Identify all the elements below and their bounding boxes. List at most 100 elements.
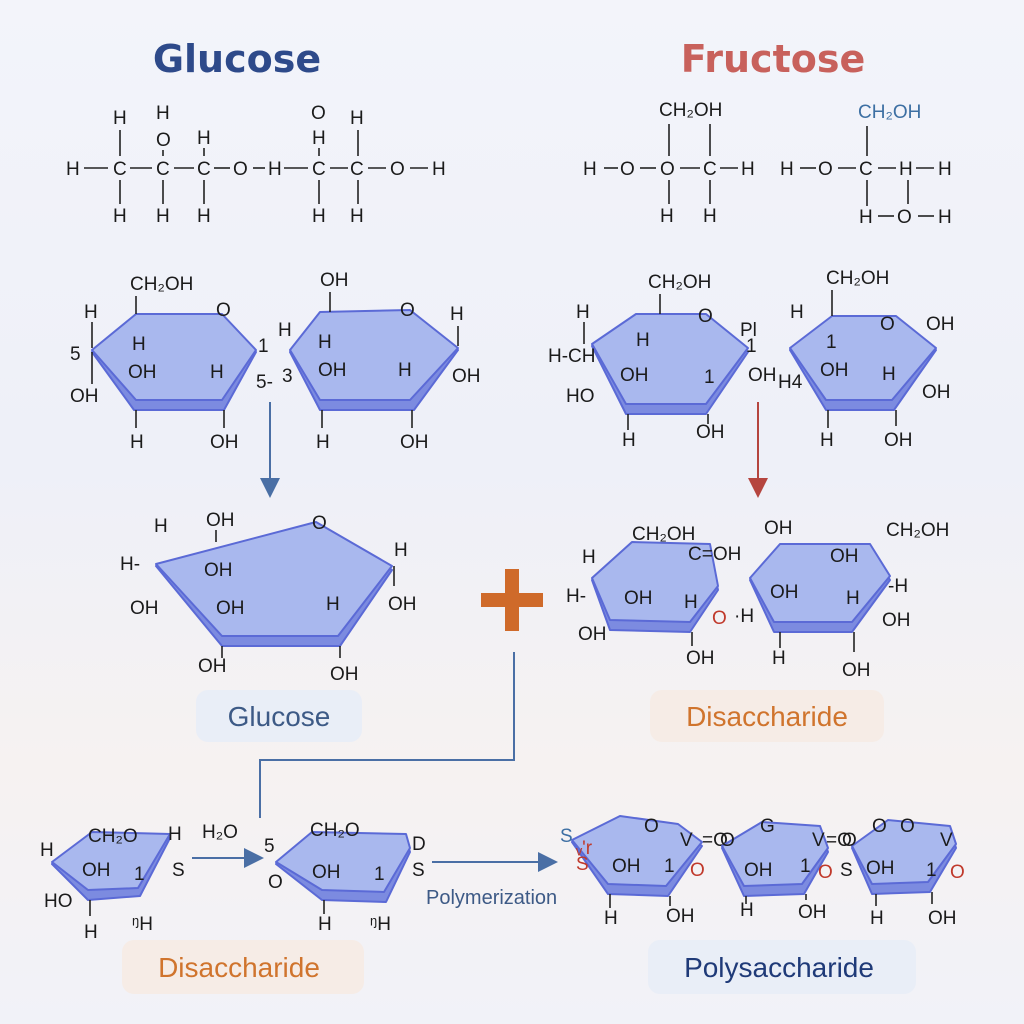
svg-text:H: H <box>312 206 326 227</box>
svg-text:H: H <box>703 206 717 227</box>
svg-text:H: H <box>870 908 884 929</box>
svg-text:OH: OH <box>866 858 895 879</box>
svg-text:H: H <box>938 159 952 180</box>
svg-text:C: C <box>703 159 717 180</box>
glucose-label-pill <box>196 690 362 742</box>
svg-text:OH: OH <box>842 660 871 681</box>
svg-text:H: H <box>740 900 754 921</box>
svg-text:O: O <box>620 159 635 180</box>
svg-text:=O: =O <box>826 830 852 851</box>
svg-text:H: H <box>398 360 412 381</box>
disaccharide-label-top: Disaccharide <box>686 701 848 732</box>
bottom-ring-1: CH₂O H H OH 1 S HO H ᵑH <box>40 824 185 943</box>
svg-text:O: O <box>311 103 326 124</box>
svg-text:Pl: Pl <box>740 320 757 341</box>
svg-text:O: O <box>880 314 895 335</box>
water-label: H₂O <box>202 822 238 843</box>
svg-text:5: 5 <box>264 836 275 857</box>
plus-sign <box>481 569 543 631</box>
svg-text:HO: HO <box>44 891 73 912</box>
disaccharide-label-pill-bottom <box>122 940 364 994</box>
ch2oh-group: CH₂OH <box>632 524 695 545</box>
svg-text:OH: OH <box>830 546 859 567</box>
polysaccharide-label-pill <box>648 940 916 994</box>
svg-text:H: H <box>278 320 292 341</box>
svg-text:OH: OH <box>820 360 849 381</box>
svg-text:H: H <box>790 302 804 323</box>
fructose-heading: Fructose <box>681 37 866 81</box>
svg-text:H: H <box>576 302 590 323</box>
glucose-linear-structure: H H C H H O C H H C H O H O H C H H C H … <box>66 103 446 227</box>
svg-text:G: G <box>760 816 775 837</box>
disaccharide-label-bottom: Disaccharide <box>158 952 320 983</box>
svg-text:H: H <box>113 108 127 129</box>
svg-text:H: H <box>741 159 755 180</box>
svg-text:OH: OH <box>620 365 649 386</box>
svg-text:H: H <box>350 206 364 227</box>
disaccharide-label-pill-top <box>650 690 884 742</box>
svg-text:O: O <box>818 862 833 883</box>
svg-text:H: H <box>432 159 446 180</box>
svg-text:1: 1 <box>134 864 145 885</box>
svg-text:C: C <box>350 159 364 180</box>
svg-text:OH: OH <box>770 582 799 603</box>
svg-text:1: 1 <box>374 864 385 885</box>
svg-text:O: O <box>897 207 912 228</box>
svg-text:O: O <box>400 300 415 321</box>
svg-text:O: O <box>698 306 713 327</box>
svg-text:O: O <box>950 862 965 883</box>
glucose-label: Glucose <box>228 701 331 732</box>
svg-text:H: H <box>66 159 80 180</box>
ch2oh-group: CH₂OH <box>130 274 193 295</box>
fructose-linear-structure-2: CH₂OH H O C H H H O H <box>780 102 952 228</box>
svg-text:OH: OH <box>204 560 233 581</box>
svg-text:C: C <box>312 159 326 180</box>
svg-text:H: H <box>938 207 952 228</box>
svg-text:C=OH: C=OH <box>688 544 741 565</box>
svg-text:OH: OH <box>388 594 417 615</box>
polysaccharide-unit-3: O O O V S OH 1 O H OH <box>840 816 965 929</box>
svg-text:1: 1 <box>704 367 715 388</box>
ch2oh-group: CH₂OH <box>826 268 889 289</box>
svg-text:H: H <box>312 128 326 149</box>
polysaccharide-unit-2: O G V OH 1 O H OH <box>720 816 833 923</box>
svg-text:OH: OH <box>206 510 235 531</box>
svg-text:O: O <box>644 816 659 837</box>
svg-text:OH: OH <box>748 365 777 386</box>
svg-text:OH: OH <box>216 598 245 619</box>
svg-text:ᵑH: ᵑH <box>132 914 153 935</box>
svg-text:O: O <box>390 159 405 180</box>
svg-text:1: 1 <box>926 860 937 881</box>
polysaccharide-label: Polysaccharide <box>684 952 874 983</box>
svg-text:5-: 5- <box>256 372 273 393</box>
svg-text:H: H <box>40 840 54 861</box>
svg-text:H: H <box>622 430 636 451</box>
svg-text:OH: OH <box>198 656 227 677</box>
svg-text:OH: OH <box>928 908 957 929</box>
svg-text:H-: H- <box>120 554 140 575</box>
svg-text:D: D <box>412 834 426 855</box>
svg-text:H: H <box>168 824 182 845</box>
svg-text:H-CH: H-CH <box>548 346 596 367</box>
glucose-heading: Glucose <box>153 37 321 81</box>
ch2o-group: CH₂O <box>310 820 360 841</box>
svg-text:OH: OH <box>400 432 429 453</box>
svg-text:O: O <box>268 872 283 893</box>
svg-text:V: V <box>812 830 825 851</box>
svg-text:OH: OH <box>624 588 653 609</box>
svg-text:S: S <box>576 854 589 875</box>
svg-text:1: 1 <box>664 856 675 877</box>
svg-text:OH: OH <box>922 382 951 403</box>
svg-text:HO: HO <box>566 386 595 407</box>
bottom-ring-2: 5 CH₂O D O OH 1 S H ᵑH <box>264 820 426 935</box>
svg-text:·H: ·H <box>734 606 754 627</box>
svg-text:OH: OH <box>696 422 725 443</box>
svg-text:OH: OH <box>744 860 773 881</box>
svg-text:H: H <box>316 432 330 453</box>
svg-text:H: H <box>846 588 860 609</box>
svg-text:1: 1 <box>800 856 811 877</box>
svg-text:H: H <box>859 207 873 228</box>
svg-text:S: S <box>560 826 573 847</box>
svg-text:H: H <box>197 206 211 227</box>
